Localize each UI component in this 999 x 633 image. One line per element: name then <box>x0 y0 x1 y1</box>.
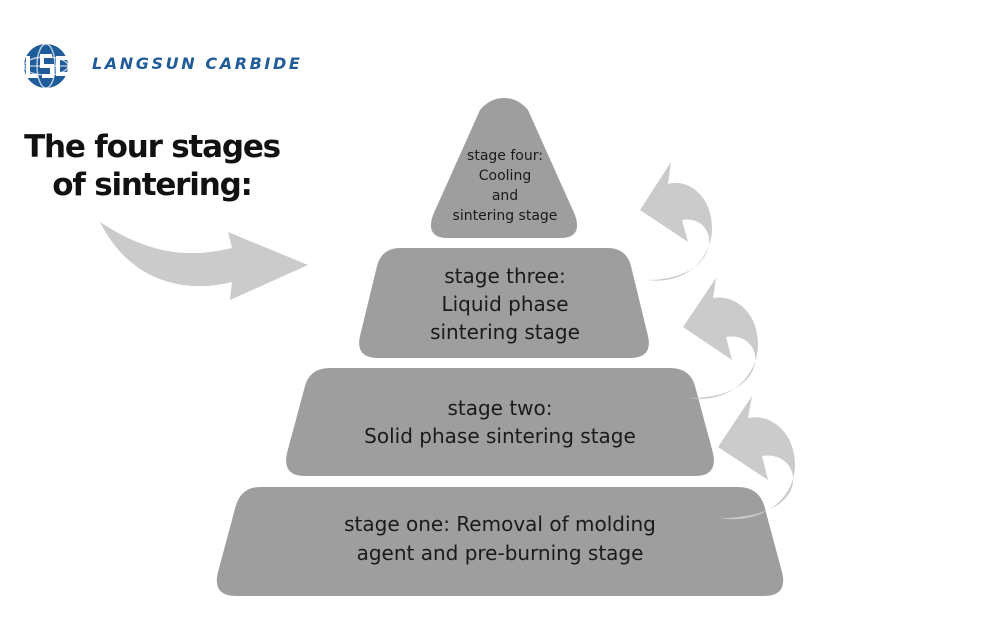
brand-name: LANGSUN CARBIDE <box>92 54 303 73</box>
label-line: sintering stage <box>452 208 558 224</box>
globe-lsc-logo-icon <box>23 43 69 89</box>
pyramid-tier-three <box>359 248 649 358</box>
pyramid-tier-two <box>286 368 714 476</box>
pyramid-tier-four <box>430 98 578 238</box>
label-line: stage four: <box>467 148 543 164</box>
curved-up-arrow-icon <box>640 162 712 281</box>
label-line: agent and pre-burning stage <box>356 541 644 565</box>
right-arrow-icon <box>100 222 308 300</box>
title-line: The four stages <box>24 129 281 165</box>
stage-three-label: stage three: Liquid phase sintering stag… <box>380 262 630 346</box>
pyramid-tier-one <box>216 487 784 596</box>
label-line: stage one: Removal of molding <box>344 512 656 536</box>
label-line: Solid phase sintering stage <box>364 424 636 448</box>
stage-four-label: stage four: Cooling and sintering stage <box>430 146 580 226</box>
label-line: stage three: <box>444 264 566 288</box>
stage-one-label: stage one: Removal of molding agent and … <box>240 510 760 568</box>
stage-two-label: stage two: Solid phase sintering stage <box>310 394 690 450</box>
curved-up-arrow-icon <box>683 278 758 399</box>
label-line: and <box>491 188 519 204</box>
label-line: stage two: <box>447 396 553 420</box>
label-line: Cooling <box>478 168 532 184</box>
label-line: Liquid phase <box>441 292 569 316</box>
diagram-title: The four stages of sintering: <box>22 128 282 204</box>
label-line: sintering stage <box>430 320 580 344</box>
curved-up-arrow-icon <box>718 396 795 520</box>
title-line: of sintering: <box>52 167 253 203</box>
